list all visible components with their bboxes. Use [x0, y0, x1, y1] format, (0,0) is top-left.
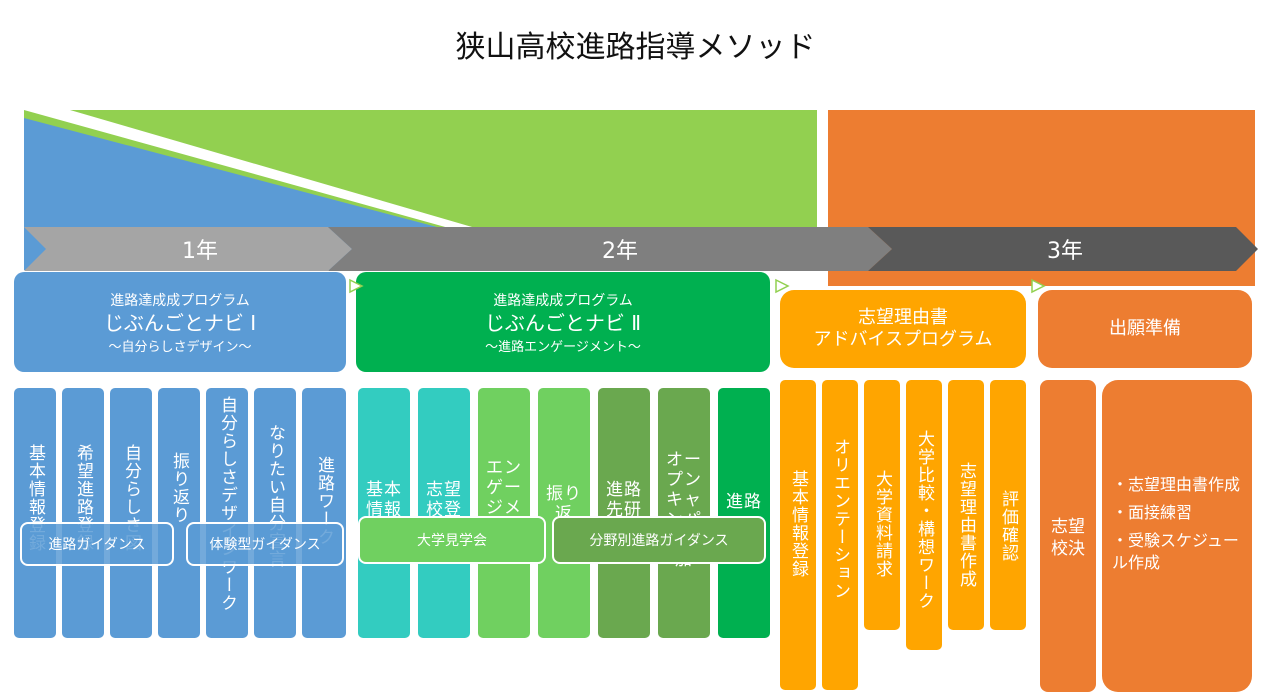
y2-col-4: 振り返: [538, 388, 590, 638]
y1-col-2: 希望進路登録: [62, 388, 104, 638]
y1-col-4: 振り返り: [158, 388, 200, 638]
program-navi-1-name: じぶんごとナビ Ⅰ: [103, 311, 257, 335]
year2-arrow: [328, 227, 892, 271]
program-advice-line1: 志望理由書: [858, 307, 948, 328]
program-navi-2-tagline: ～進路エンゲージメント～: [485, 340, 641, 355]
y2-col-2-text: 志望校登: [426, 480, 462, 520]
y2-col-2: 志望校登: [418, 388, 470, 638]
year-3-label: 3年: [1047, 239, 1083, 264]
y4-list-box: ・志望理由書作成 ・面接練習 ・受験スケジュール作成: [1102, 380, 1252, 692]
y1-col-4-text: 振り返り: [169, 452, 189, 524]
y2-col-7-text: 進路: [726, 492, 762, 512]
y1-col-5-text: 自分らしさデザインワーク: [217, 396, 237, 612]
y4-col-1: 志望校決: [1040, 380, 1096, 692]
program-navi-2-sub: 進路達成成プログラム: [493, 293, 633, 309]
y3-col-4-text: 大学比較・構想ワーク: [914, 430, 934, 610]
program-navi-1-tagline: ～自分らしさデザイン～: [108, 340, 252, 355]
y3-col-2-text: オリエンテーション: [830, 438, 850, 600]
y3-col-1: 基本情報登録: [780, 380, 816, 690]
y3-col-5-text: 志望理由書作成: [956, 462, 976, 588]
y3-col-3: 大学資料請求: [864, 380, 900, 630]
y2-col-5-text: 進路先研: [606, 480, 642, 520]
y1-col-7: 進路ワーク: [302, 388, 346, 638]
y3-col-3-text: 大学資料請求: [872, 470, 892, 578]
y3-col-6: 評価確認: [990, 380, 1026, 630]
guidance-pill-3: 大学見学会: [358, 516, 546, 564]
year-1-label: 1年: [182, 239, 218, 264]
y2-col-5: 進路先研: [598, 388, 650, 638]
program-application: 出願準備: [1038, 290, 1252, 368]
y4-col-1-text: 志望校決: [1051, 517, 1085, 559]
y4-list-item-3: ・受験スケジュール作成: [1112, 531, 1239, 572]
program-advice: 志望理由書 アドバイスプログラム: [780, 290, 1026, 368]
year-2-label: 2年: [602, 239, 638, 264]
program-advice-line2: アドバイスプログラム: [813, 329, 993, 350]
guidance-pill-1: 進路ガイダンス: [20, 522, 174, 566]
y3-col-6-text: 評価確認: [998, 490, 1018, 562]
y2-col-1: 基本情報: [358, 388, 410, 638]
program-navi-2-name: じぶんごとナビ Ⅱ: [484, 311, 642, 335]
program-navi-2: 進路達成成プログラム じぶんごとナビ Ⅱ ～進路エンゲージメント～: [356, 272, 770, 372]
y2-col-1-text: 基本情報: [366, 480, 402, 520]
y1-col-3: 自分らしさ図: [110, 388, 152, 638]
program-navi-1: 進路達成成プログラム じぶんごとナビ Ⅰ ～自分らしさデザイン～: [14, 272, 346, 372]
y1-col-1: 基本情報登録: [14, 388, 56, 638]
year3-arrow: [868, 227, 1258, 271]
y3-col-1-text: 基本情報登録: [788, 470, 808, 578]
program-navi-1-sub: 進路達成成プログラム: [110, 293, 250, 309]
program-application-name: 出願準備: [1109, 318, 1181, 339]
y2-col-3-text: エンゲージメ: [486, 458, 522, 518]
y4-list-item-1: ・志望理由書作成: [1112, 475, 1241, 494]
y3-col-5: 志望理由書作成: [948, 380, 984, 630]
year1-arrow: [24, 227, 352, 271]
guidance-pill-4: 分野別進路ガイダンス: [552, 516, 766, 564]
y4-list-item-2: ・面接練習: [1112, 503, 1193, 522]
y2-col-7: 進路: [718, 388, 770, 638]
page-title: 狭山高校進路指導メソッド: [455, 30, 816, 65]
y2-col-3: エンゲージメ: [478, 388, 530, 638]
y2-col-6: オープンキャンパス参加: [658, 388, 710, 638]
y1-col-6: なりたい自分宣言: [254, 388, 296, 638]
y3-col-4: 大学比較・構想ワーク: [906, 380, 942, 650]
guidance-pill-2: 体験型ガイダンス: [186, 522, 344, 566]
y3-col-2: オリエンテーション: [822, 380, 858, 690]
y1-col-5: 自分らしさデザインワーク: [206, 388, 248, 638]
